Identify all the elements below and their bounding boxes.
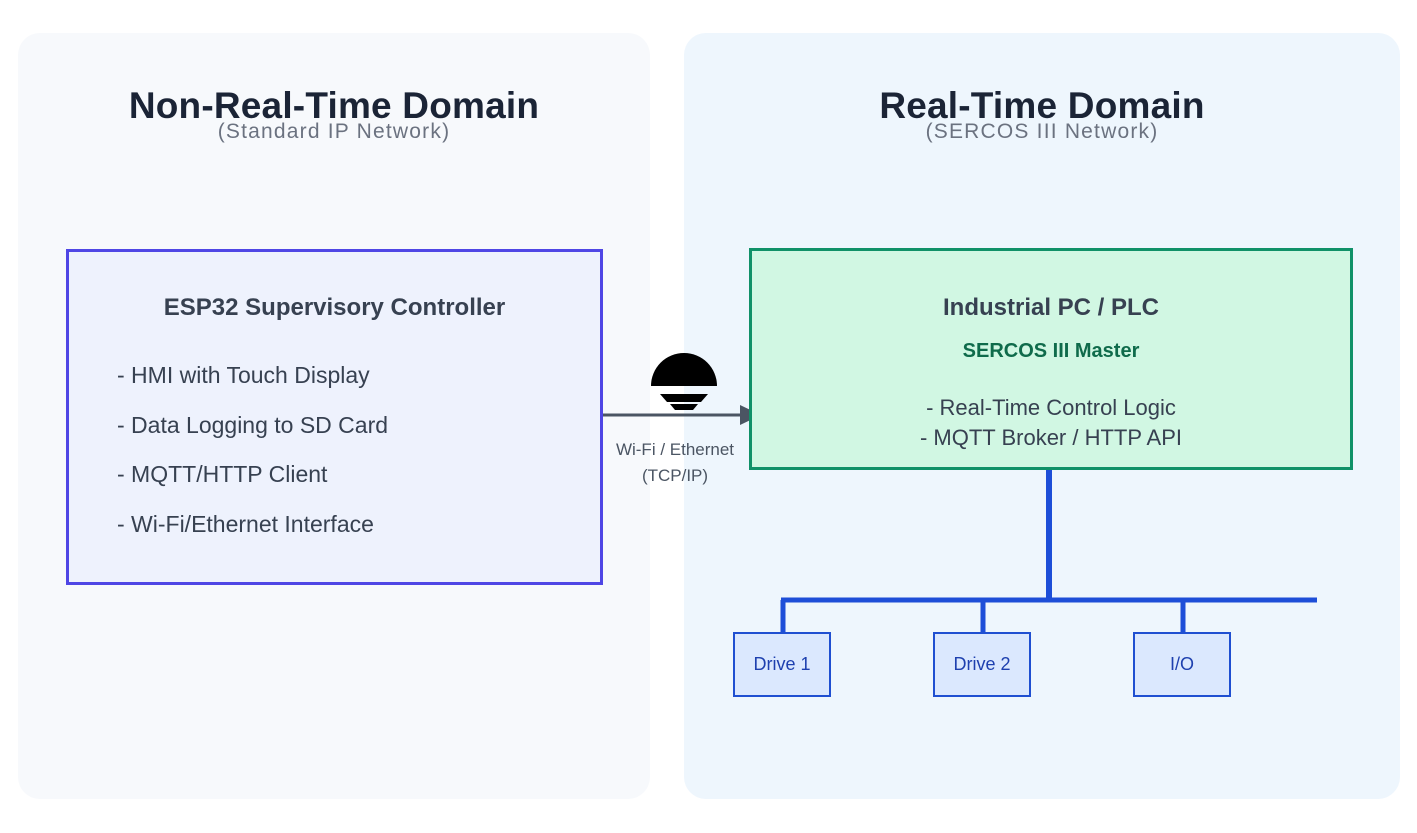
link-label-tcpip: (TCP/IP)	[641, 466, 709, 485]
industrial-pc-box: Industrial PC / PLC SERCOS III Master - …	[749, 248, 1353, 470]
io-box: I/O	[1133, 632, 1231, 697]
real-time-domain-subtitle: (SERCOS III Network)	[925, 120, 1159, 143]
industrial-pc-feature-item: - MQTT Broker / HTTP API	[919, 425, 1182, 450]
esp32-feature-item: - HMI with Touch Display	[117, 362, 370, 388]
esp32-feature-item: - Data Logging to SD Card	[117, 412, 389, 438]
esp32-feature-item: - Wi-Fi/Ethernet Interface	[117, 511, 374, 537]
non-real-time-domain-title: Non-Real-Time Domain	[128, 85, 540, 126]
drive-2-box: Drive 2	[933, 632, 1031, 697]
real-time-domain-title: Real-Time Domain	[879, 85, 1205, 126]
sercos-master-label: SERCOS III Master	[962, 340, 1140, 362]
drive-1-box: Drive 1	[733, 632, 831, 697]
esp32-feature-item: - MQTT/HTTP Client	[117, 461, 328, 487]
non-real-time-domain-subtitle: (Standard IP Network)	[217, 120, 451, 143]
wifi-icon	[651, 353, 717, 410]
link-label-protocol: Wi-Fi / Ethernet	[615, 440, 735, 459]
industrial-pc-feature-item: - Real-Time Control Logic	[926, 395, 1176, 420]
industrial-pc-title: Industrial PC / PLC	[942, 294, 1160, 321]
esp32-controller-box: ESP32 Supervisory Controller - HMI with …	[66, 249, 603, 585]
esp32-controller-title: ESP32 Supervisory Controller	[163, 294, 506, 321]
